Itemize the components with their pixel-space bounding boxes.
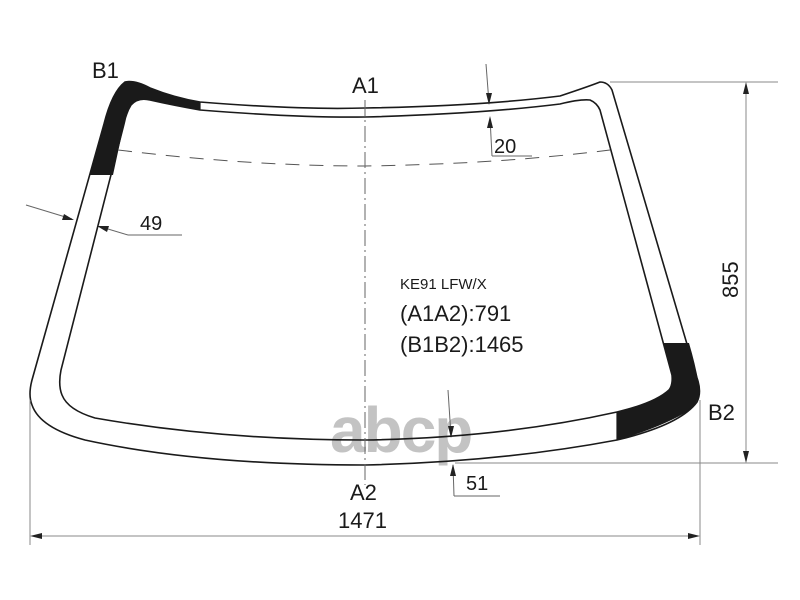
b1-black-frit xyxy=(90,81,200,175)
arrow-up-icon xyxy=(450,464,456,476)
shade-band-dashed-line xyxy=(117,149,611,167)
height-dimension-label: 855 xyxy=(718,261,743,298)
arrow-down-icon xyxy=(486,93,492,105)
side-band-dimension-label: 49 xyxy=(140,213,162,235)
arrow-left-icon xyxy=(30,533,42,539)
part-code-label: KE91 LFW/X xyxy=(400,276,487,293)
bottom-band-dimension-label: 51 xyxy=(466,473,488,495)
width-dimension-label: 1471 xyxy=(338,508,387,533)
b2-black-frit xyxy=(617,343,700,440)
arrow-right-icon xyxy=(688,533,700,539)
glass-outer-outline xyxy=(29,80,701,466)
top-band-dimension-label: 20 xyxy=(494,136,516,158)
point-b1-label: B1 xyxy=(92,58,119,83)
arrow-left-icon xyxy=(97,226,109,232)
arrow-right-icon xyxy=(62,214,74,220)
point-b2-label: B2 xyxy=(708,400,735,425)
arrow-down-icon xyxy=(448,426,454,438)
b1b2-dimension-label: (B1B2):1465 xyxy=(400,332,524,357)
point-a1-label: A1 xyxy=(352,73,379,98)
a1a2-dimension-label: (A1A2):791 xyxy=(400,301,511,326)
arrow-up-icon xyxy=(743,82,749,94)
glass-inner-outline xyxy=(58,98,673,441)
arrow-down-icon xyxy=(743,451,749,463)
arrow-up-icon xyxy=(487,116,493,128)
point-a2-label: A2 xyxy=(350,480,377,505)
